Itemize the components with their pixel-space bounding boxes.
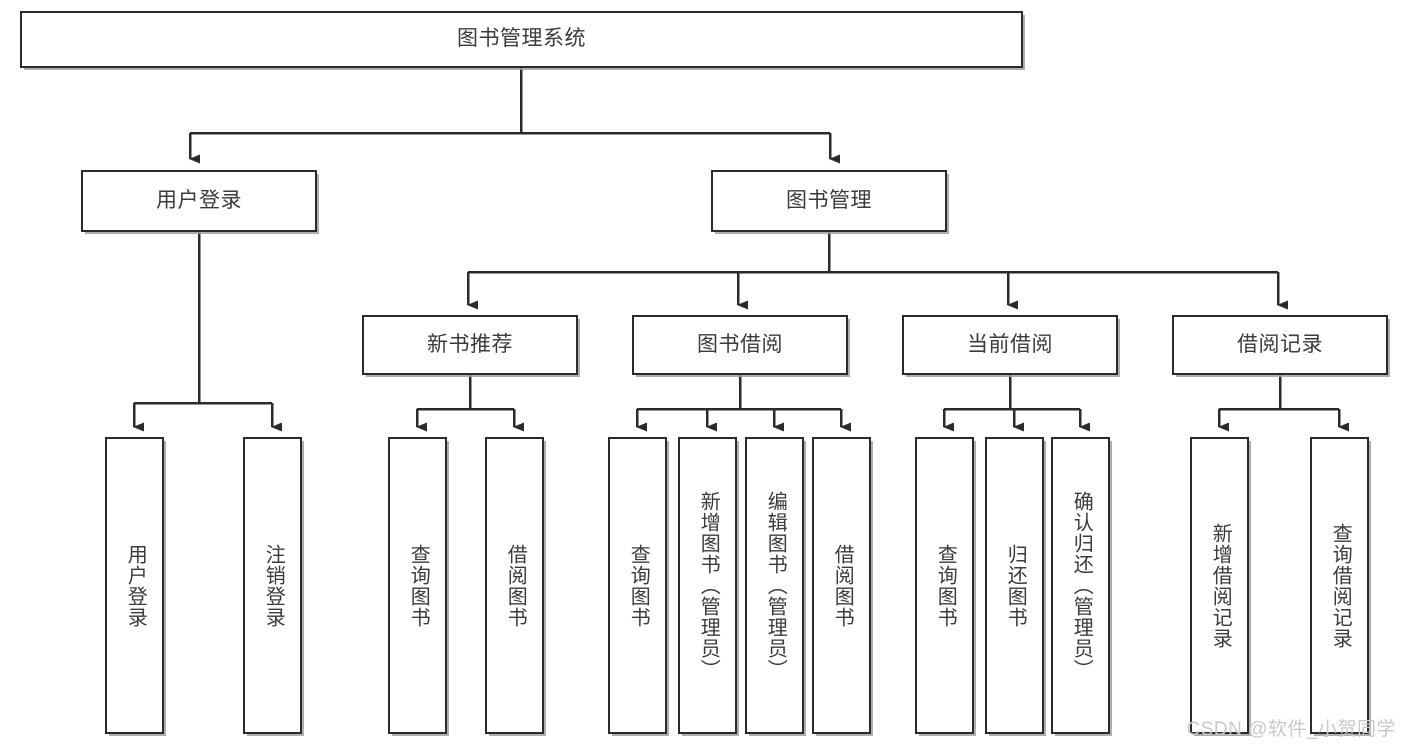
node-label: 新增借阅记录 [1209,522,1232,649]
node-label: 图书管理系统 [457,27,586,51]
node-leaf-logout[interactable]: 注销登录 [243,437,302,734]
node-leaf-user-login[interactable]: 用户登录 [105,437,164,734]
node-label: 借阅记录 [1237,332,1323,356]
node-label: 借阅图书 [504,543,527,628]
node-leaf-query-book-rec[interactable]: 查询图书 [388,437,447,734]
node-label: 图书管理 [786,188,872,212]
node-leaf-confirm-return[interactable]: 确认归还（管理员） [1051,437,1110,734]
node-label: 新增图书（管理员） [697,491,720,680]
node-current-borrow[interactable]: 当前借阅 [902,315,1118,375]
node-user-login[interactable]: 用户登录 [81,170,317,232]
node-new-book-rec[interactable]: 新书推荐 [362,315,578,375]
node-label: 借阅图书 [831,543,854,628]
watermark-text: CSDN @软件_小贺同学 [1186,719,1396,740]
node-leaf-add-book[interactable]: 新增图书（管理员） [678,437,737,734]
node-label: 新书推荐 [427,332,513,356]
node-leaf-add-record[interactable]: 新增借阅记录 [1190,437,1249,734]
node-leaf-borrow-book-bb[interactable]: 借阅图书 [812,437,871,734]
node-label: 查询图书 [627,543,650,628]
node-label: 查询图书 [407,543,430,628]
node-label: 图书借阅 [697,332,783,356]
node-leaf-return-book[interactable]: 归还图书 [985,437,1044,734]
node-label: 归还图书 [1004,543,1027,628]
node-leaf-query-book-bb[interactable]: 查询图书 [608,437,667,734]
node-label: 当前借阅 [967,332,1053,356]
node-leaf-query-book-cb[interactable]: 查询图书 [915,437,974,734]
node-borrow-record[interactable]: 借阅记录 [1172,315,1388,375]
node-label: 注销登录 [262,543,285,628]
node-label: 查询借阅记录 [1329,522,1352,649]
node-label: 查询图书 [934,543,957,628]
node-label: 确认归还（管理员） [1070,491,1093,680]
node-leaf-edit-book[interactable]: 编辑图书（管理员） [745,437,804,734]
node-book-manage[interactable]: 图书管理 [711,170,947,232]
node-leaf-query-record[interactable]: 查询借阅记录 [1310,437,1369,734]
node-label: 用户登录 [156,188,242,212]
node-label: 编辑图书（管理员） [764,491,787,680]
node-leaf-borrow-book-rec[interactable]: 借阅图书 [485,437,544,734]
node-root-system[interactable]: 图书管理系统 [20,11,1023,68]
node-book-borrow[interactable]: 图书借阅 [632,315,848,375]
node-label: 用户登录 [124,543,147,628]
